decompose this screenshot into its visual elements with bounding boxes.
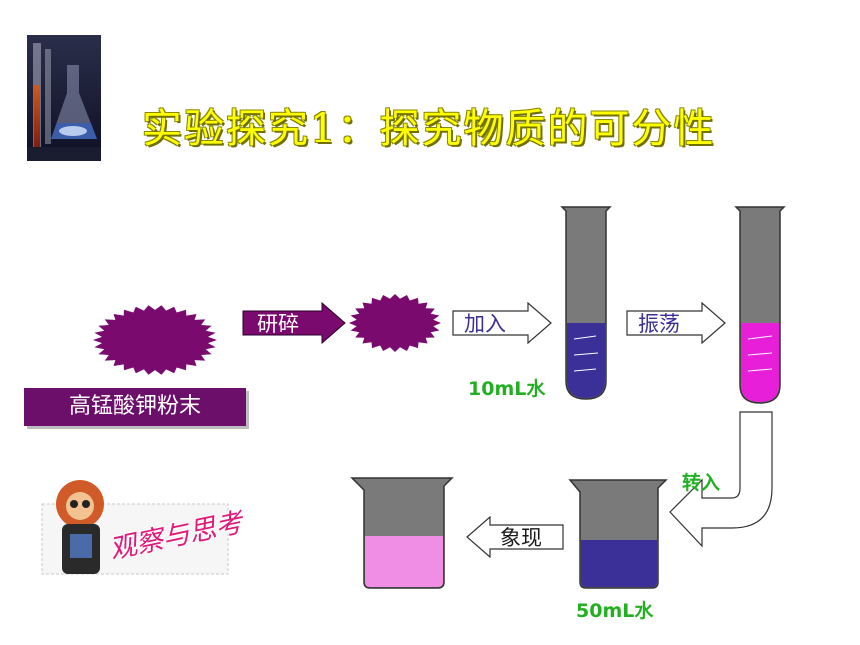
lab-glassware-photo [27,35,101,161]
beaker-dark-blue [568,479,668,589]
transfer-arrow [669,411,773,548]
powder-pile-large [93,305,217,375]
powder-pile-small [349,294,441,352]
test-tube-blue [560,206,612,400]
phenomenon-arrow: 象现 [466,516,564,558]
add-label: 加入 [464,312,506,336]
test-tube-magenta [734,206,786,404]
add-arrow: 加入 [452,302,552,344]
phenomenon-label: 象现 [500,526,542,550]
grind-arrow: 研碎 [242,302,346,344]
transfer-label: 转入 [682,472,721,494]
page-title: 实验探究1：探究物质的可分性 [142,106,716,152]
grind-label: 研碎 [257,312,299,336]
tube-water-label: 10mL水 [468,378,546,400]
observe-think-badge: 观察与思考 [40,474,245,584]
beaker-water-label: 50mL水 [576,600,654,622]
powder-label: 高锰酸钾粉末 [24,388,246,426]
beaker-pink [350,477,454,589]
shake-label: 振荡 [638,312,680,336]
shake-arrow: 振荡 [626,302,726,344]
